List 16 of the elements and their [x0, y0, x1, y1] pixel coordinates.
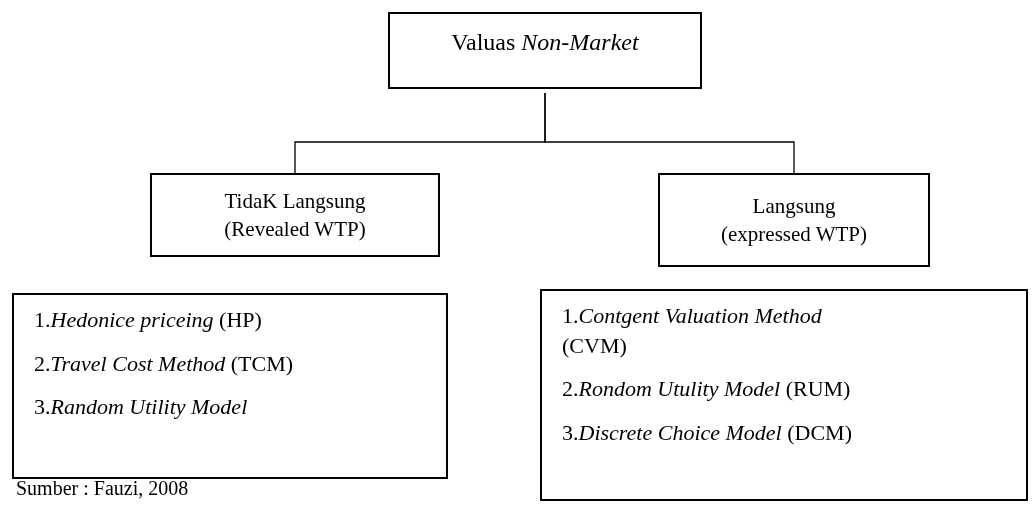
category-box — [658, 173, 930, 267]
category-box — [150, 173, 440, 257]
list-item: 2.Rondom Utulity Model (RUM) — [562, 375, 851, 404]
list-item: 3.Random Utility Model — [34, 393, 248, 422]
method-list-box — [540, 289, 1028, 501]
list-item: 2.Travel Cost Method (TCM) — [34, 349, 294, 378]
box-label: Langsung (expressed WTP) — [720, 192, 868, 248]
connector-line — [544, 92, 795, 174]
list-item: 1.Hedonice priceing (HP) — [34, 306, 262, 334]
category-box — [388, 12, 702, 89]
source-note: Sumber : Fauzi, 2008 — [16, 476, 189, 500]
box-label: Valuas Non-Market — [451, 28, 639, 57]
box-label: TidaK Langsung (Revealed WTP) — [223, 187, 367, 243]
list-item: 1.Contgent Valuation Method (CVM) — [562, 302, 823, 360]
method-list-box — [12, 293, 448, 479]
list-item: 3.Discrete Choice Model (DCM) — [562, 419, 852, 448]
